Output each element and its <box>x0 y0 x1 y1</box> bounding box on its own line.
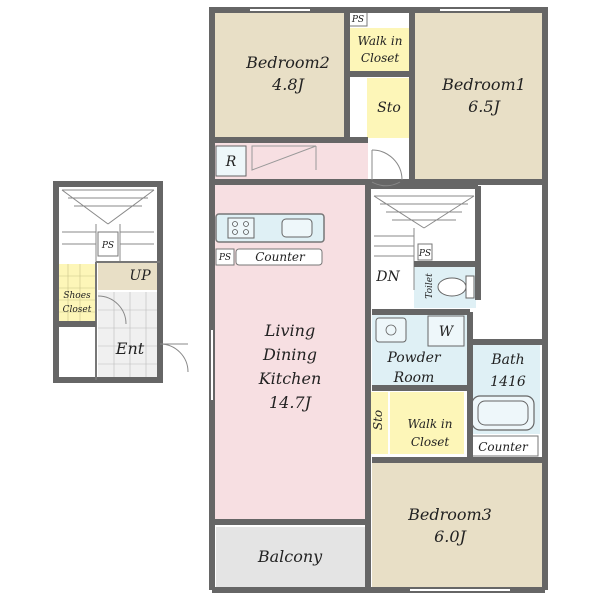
up-floor <box>98 262 158 290</box>
refrigerator-label: R <box>225 154 237 170</box>
balcony-floor <box>216 527 366 587</box>
ps-kitchen-label: PS <box>218 253 231 263</box>
ps-stair-label: PS <box>418 249 431 259</box>
storage-top-label: Sto <box>377 100 401 116</box>
stair-lower <box>61 189 155 262</box>
bedroom3-name: Bedroom3 <box>407 505 492 524</box>
bedroom2-floor <box>212 10 347 138</box>
shoes-line2: Closet <box>63 305 92 315</box>
stair-hatch <box>251 145 317 171</box>
storage-top-floor <box>367 78 412 138</box>
bedroom1-size: 6.5J <box>468 97 501 116</box>
walls-lower <box>53 181 163 383</box>
stair-main <box>373 195 475 290</box>
bath-line1: Bath <box>490 352 524 368</box>
storage-bottom-floor <box>368 392 388 454</box>
shoes-closet-floor <box>58 264 96 322</box>
ps-lower-label: PS <box>101 241 114 251</box>
bedroom1-name: Bedroom1 <box>441 75 526 94</box>
bedroom3-floor <box>372 462 545 590</box>
shoes-line1: Shoes <box>63 291 91 301</box>
walk-in-bottom-line2: Closet <box>411 435 450 449</box>
walk-in-closet-bottom-floor <box>390 392 464 454</box>
walk-in-bottom-line1: Walk in <box>408 417 453 431</box>
up-label: UP <box>129 268 151 284</box>
bedroom1-floor <box>412 10 545 182</box>
powder-line1: Powder <box>386 350 442 366</box>
ps-stair-box <box>417 243 433 261</box>
entrance-label: Ent <box>115 339 145 358</box>
washbasin <box>375 317 407 343</box>
ps-kitchen-box <box>215 248 235 266</box>
bedroom2-size: 4.8J <box>271 75 305 94</box>
toilet-fixture <box>437 275 475 299</box>
bedroom3-size: 6.0J <box>434 527 467 546</box>
refrigerator-box <box>215 145 247 177</box>
powder-line2: Room <box>393 370 435 386</box>
toilet-label: Toilet <box>425 273 435 299</box>
walls-main <box>209 7 548 593</box>
ldk-floor <box>212 142 368 522</box>
entry-tile-grid <box>98 292 158 380</box>
kitchen-counter-label: Counter <box>255 250 306 264</box>
door-swing-closet <box>97 295 127 325</box>
door-swing-entry-main <box>371 181 401 187</box>
ldk-line1: Living <box>264 321 315 340</box>
washer-box <box>427 315 465 347</box>
door-swing-entrance <box>159 343 189 373</box>
counter-strip <box>235 248 323 266</box>
storage-bottom-label: Sto <box>371 410 385 430</box>
sink-icon <box>281 218 313 238</box>
bath-counter-label: Counter <box>478 440 529 454</box>
ldk-size: 14.7J <box>269 393 313 412</box>
entry-floor <box>98 292 158 380</box>
dn-label: DN <box>375 269 400 285</box>
ldk-line3: Kitchen <box>258 369 322 388</box>
door-swing-bedroom2 <box>371 149 403 181</box>
washer-label: W <box>439 324 455 340</box>
shoes-closet-grid <box>58 264 96 322</box>
ps-lower-box <box>97 231 119 257</box>
ldk-line2: Dining <box>262 345 317 364</box>
bedroom2-name: Bedroom2 <box>245 53 330 72</box>
ps-top-label: PS <box>351 15 364 25</box>
walk-in-top-line1: Walk in <box>358 34 403 48</box>
bath-line2: 1416 <box>490 374 526 390</box>
walk-in-closet-top-floor <box>347 28 412 72</box>
walk-in-top-line2: Closet <box>361 51 400 65</box>
balcony-label: Balcony <box>257 547 323 566</box>
stove-icon <box>227 217 255 239</box>
